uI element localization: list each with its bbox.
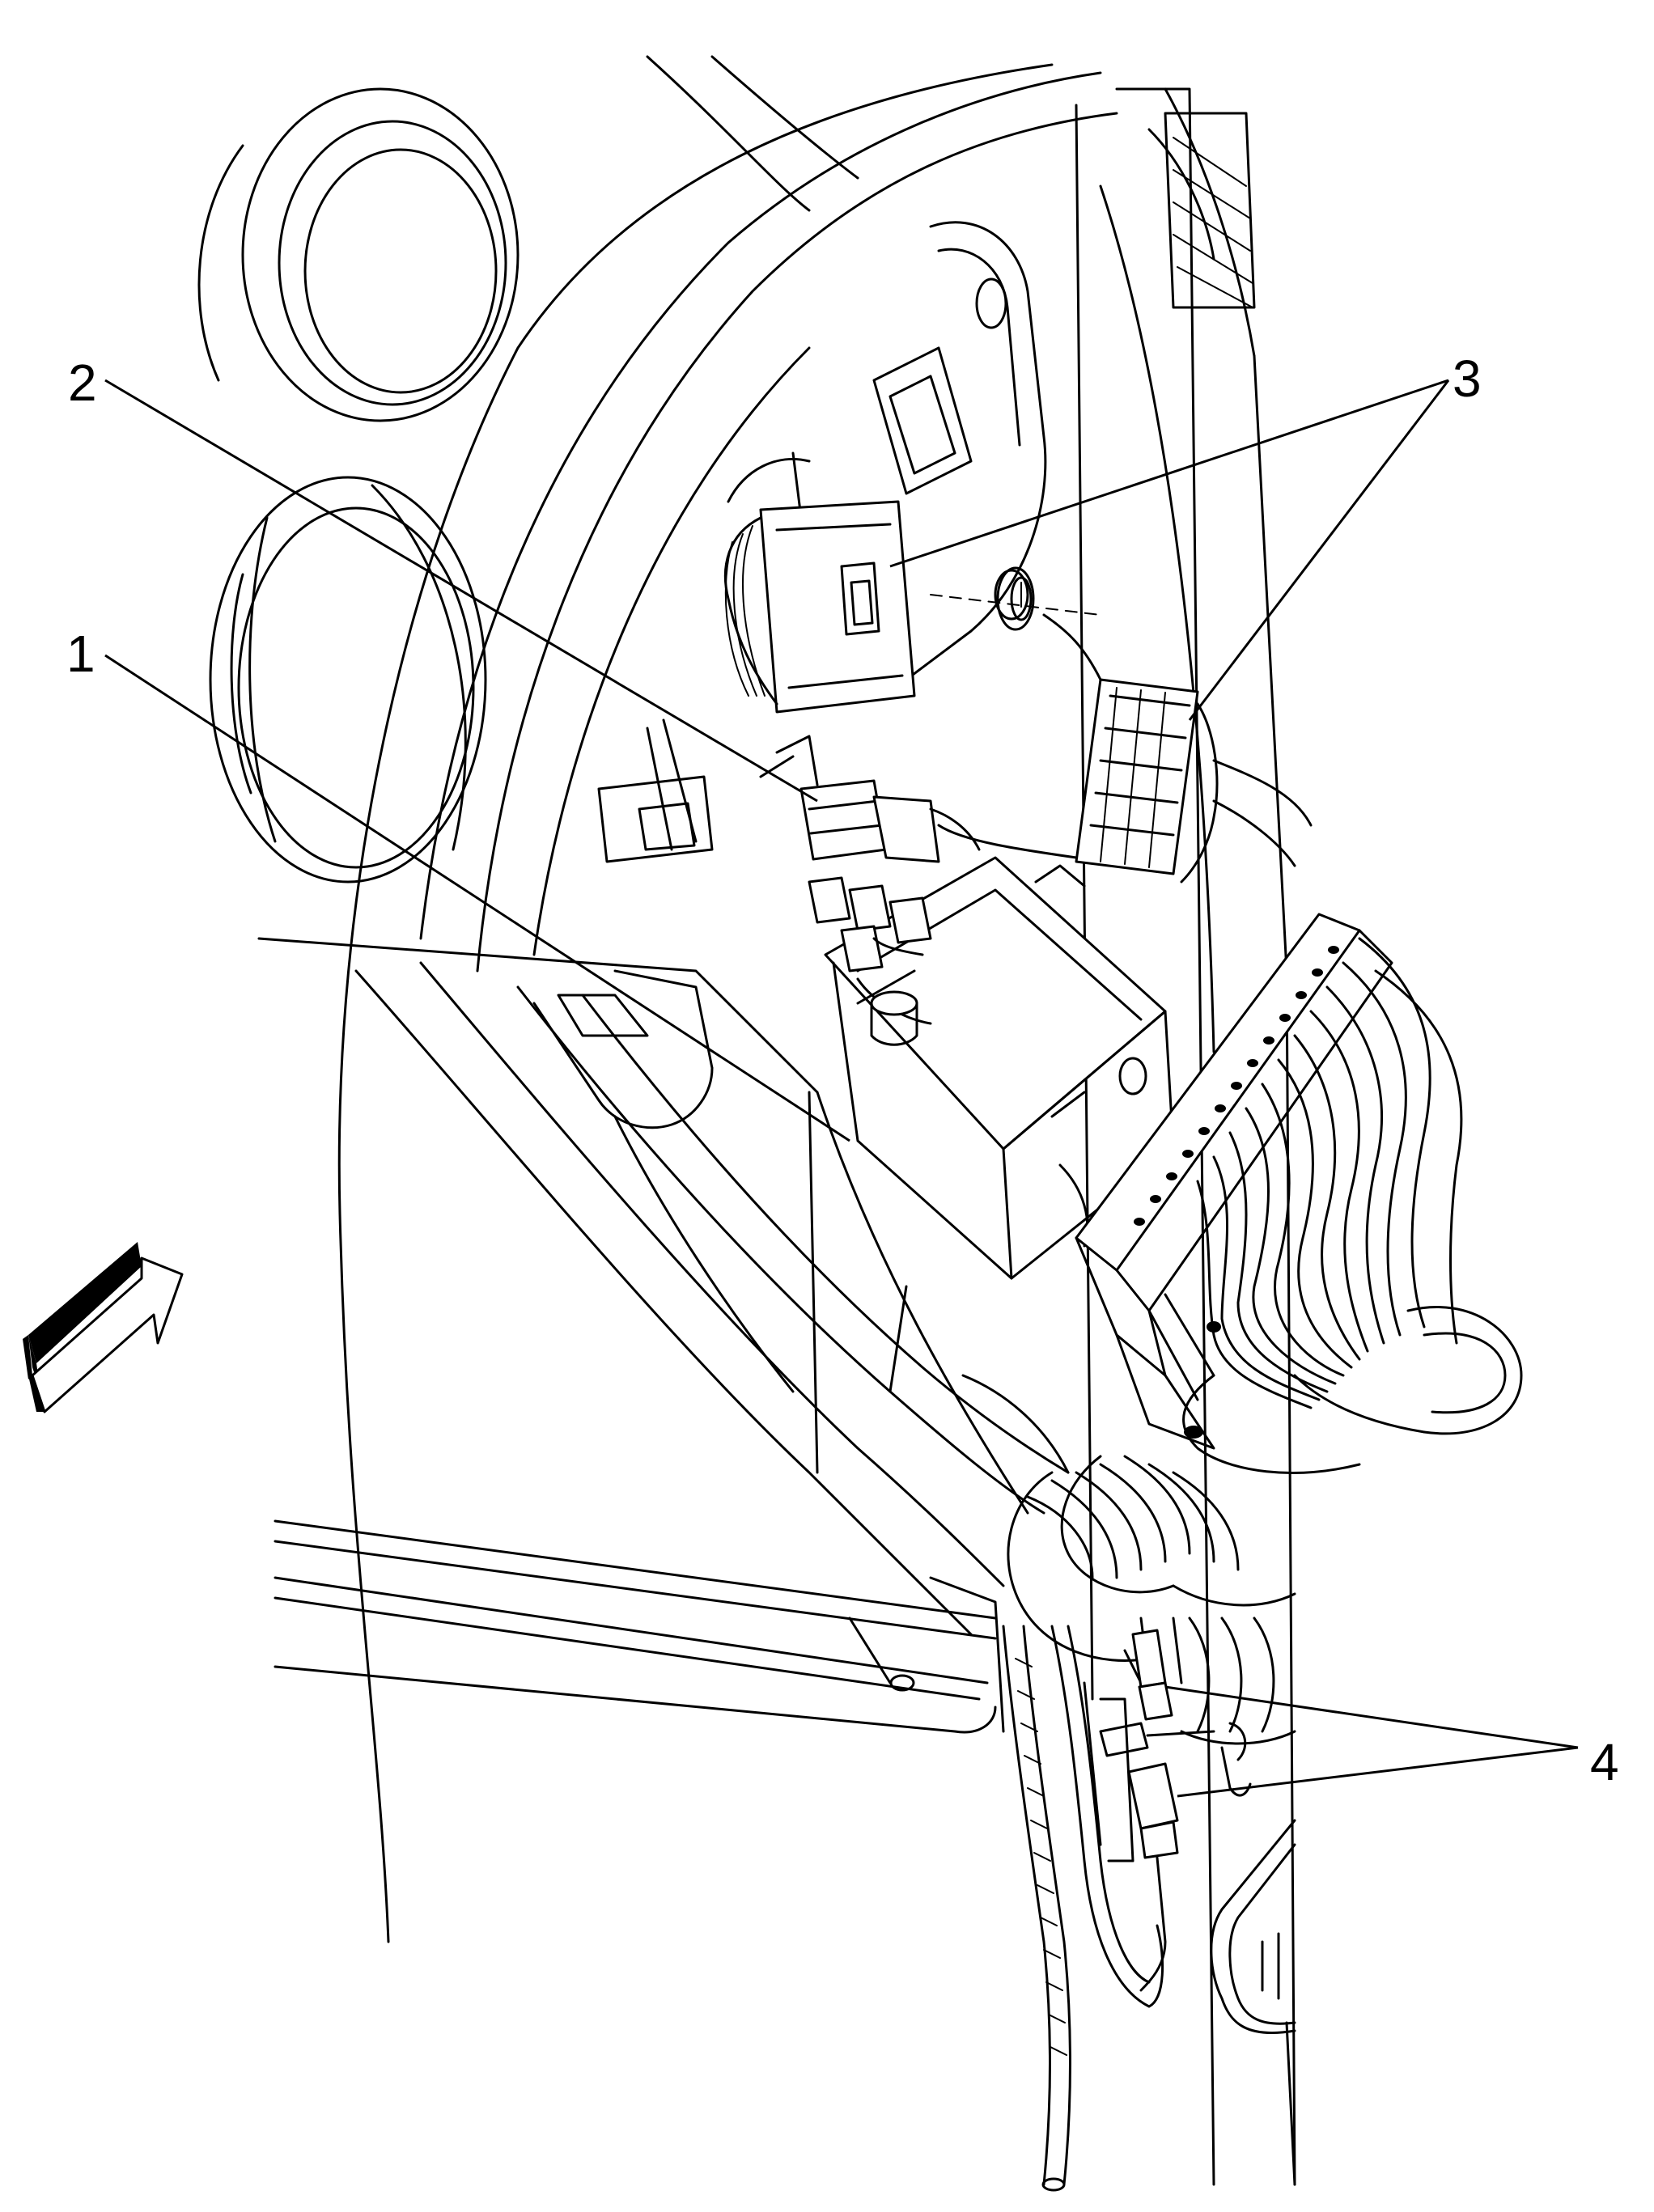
callout-3: 3 (1453, 350, 1482, 408)
antenna-connectors (1083, 1629, 1252, 1992)
lower-right-trim (1210, 1819, 1296, 2035)
callout-labels: 1 2 3 4 (66, 350, 1619, 1791)
callout-4: 4 (1590, 1733, 1619, 1791)
wire-conduit (1007, 1306, 1523, 1745)
leader-4a (1164, 1685, 1579, 1749)
callout-1: 1 (66, 625, 95, 683)
leader-3a (889, 379, 1449, 568)
leader-3b (1188, 379, 1450, 721)
connector-right (1042, 613, 1313, 884)
leader-lines (104, 379, 1579, 1798)
cross-car-beam (274, 1519, 1005, 1734)
gauge-openings (197, 55, 859, 884)
wire-bundle (1196, 937, 1463, 1409)
connector-large (1075, 913, 1393, 1450)
leader-4b (1177, 1746, 1579, 1798)
leader-2 (104, 379, 818, 803)
leader-1 (104, 654, 850, 1142)
lower-harness (1002, 1617, 1183, 2192)
connector-upper (723, 457, 916, 714)
lower-trim-panel (257, 937, 1070, 1636)
upper-trim-hatching (1164, 112, 1256, 309)
callout-2: 2 (68, 354, 97, 412)
bracket-hole-dashed (930, 569, 1101, 621)
connector-small (759, 735, 1078, 863)
instrument-panel-outline (337, 63, 1296, 2186)
retaining-clip (597, 718, 714, 863)
module-terminals (808, 876, 932, 1046)
view-direction-arrow-icon (23, 1242, 184, 1413)
